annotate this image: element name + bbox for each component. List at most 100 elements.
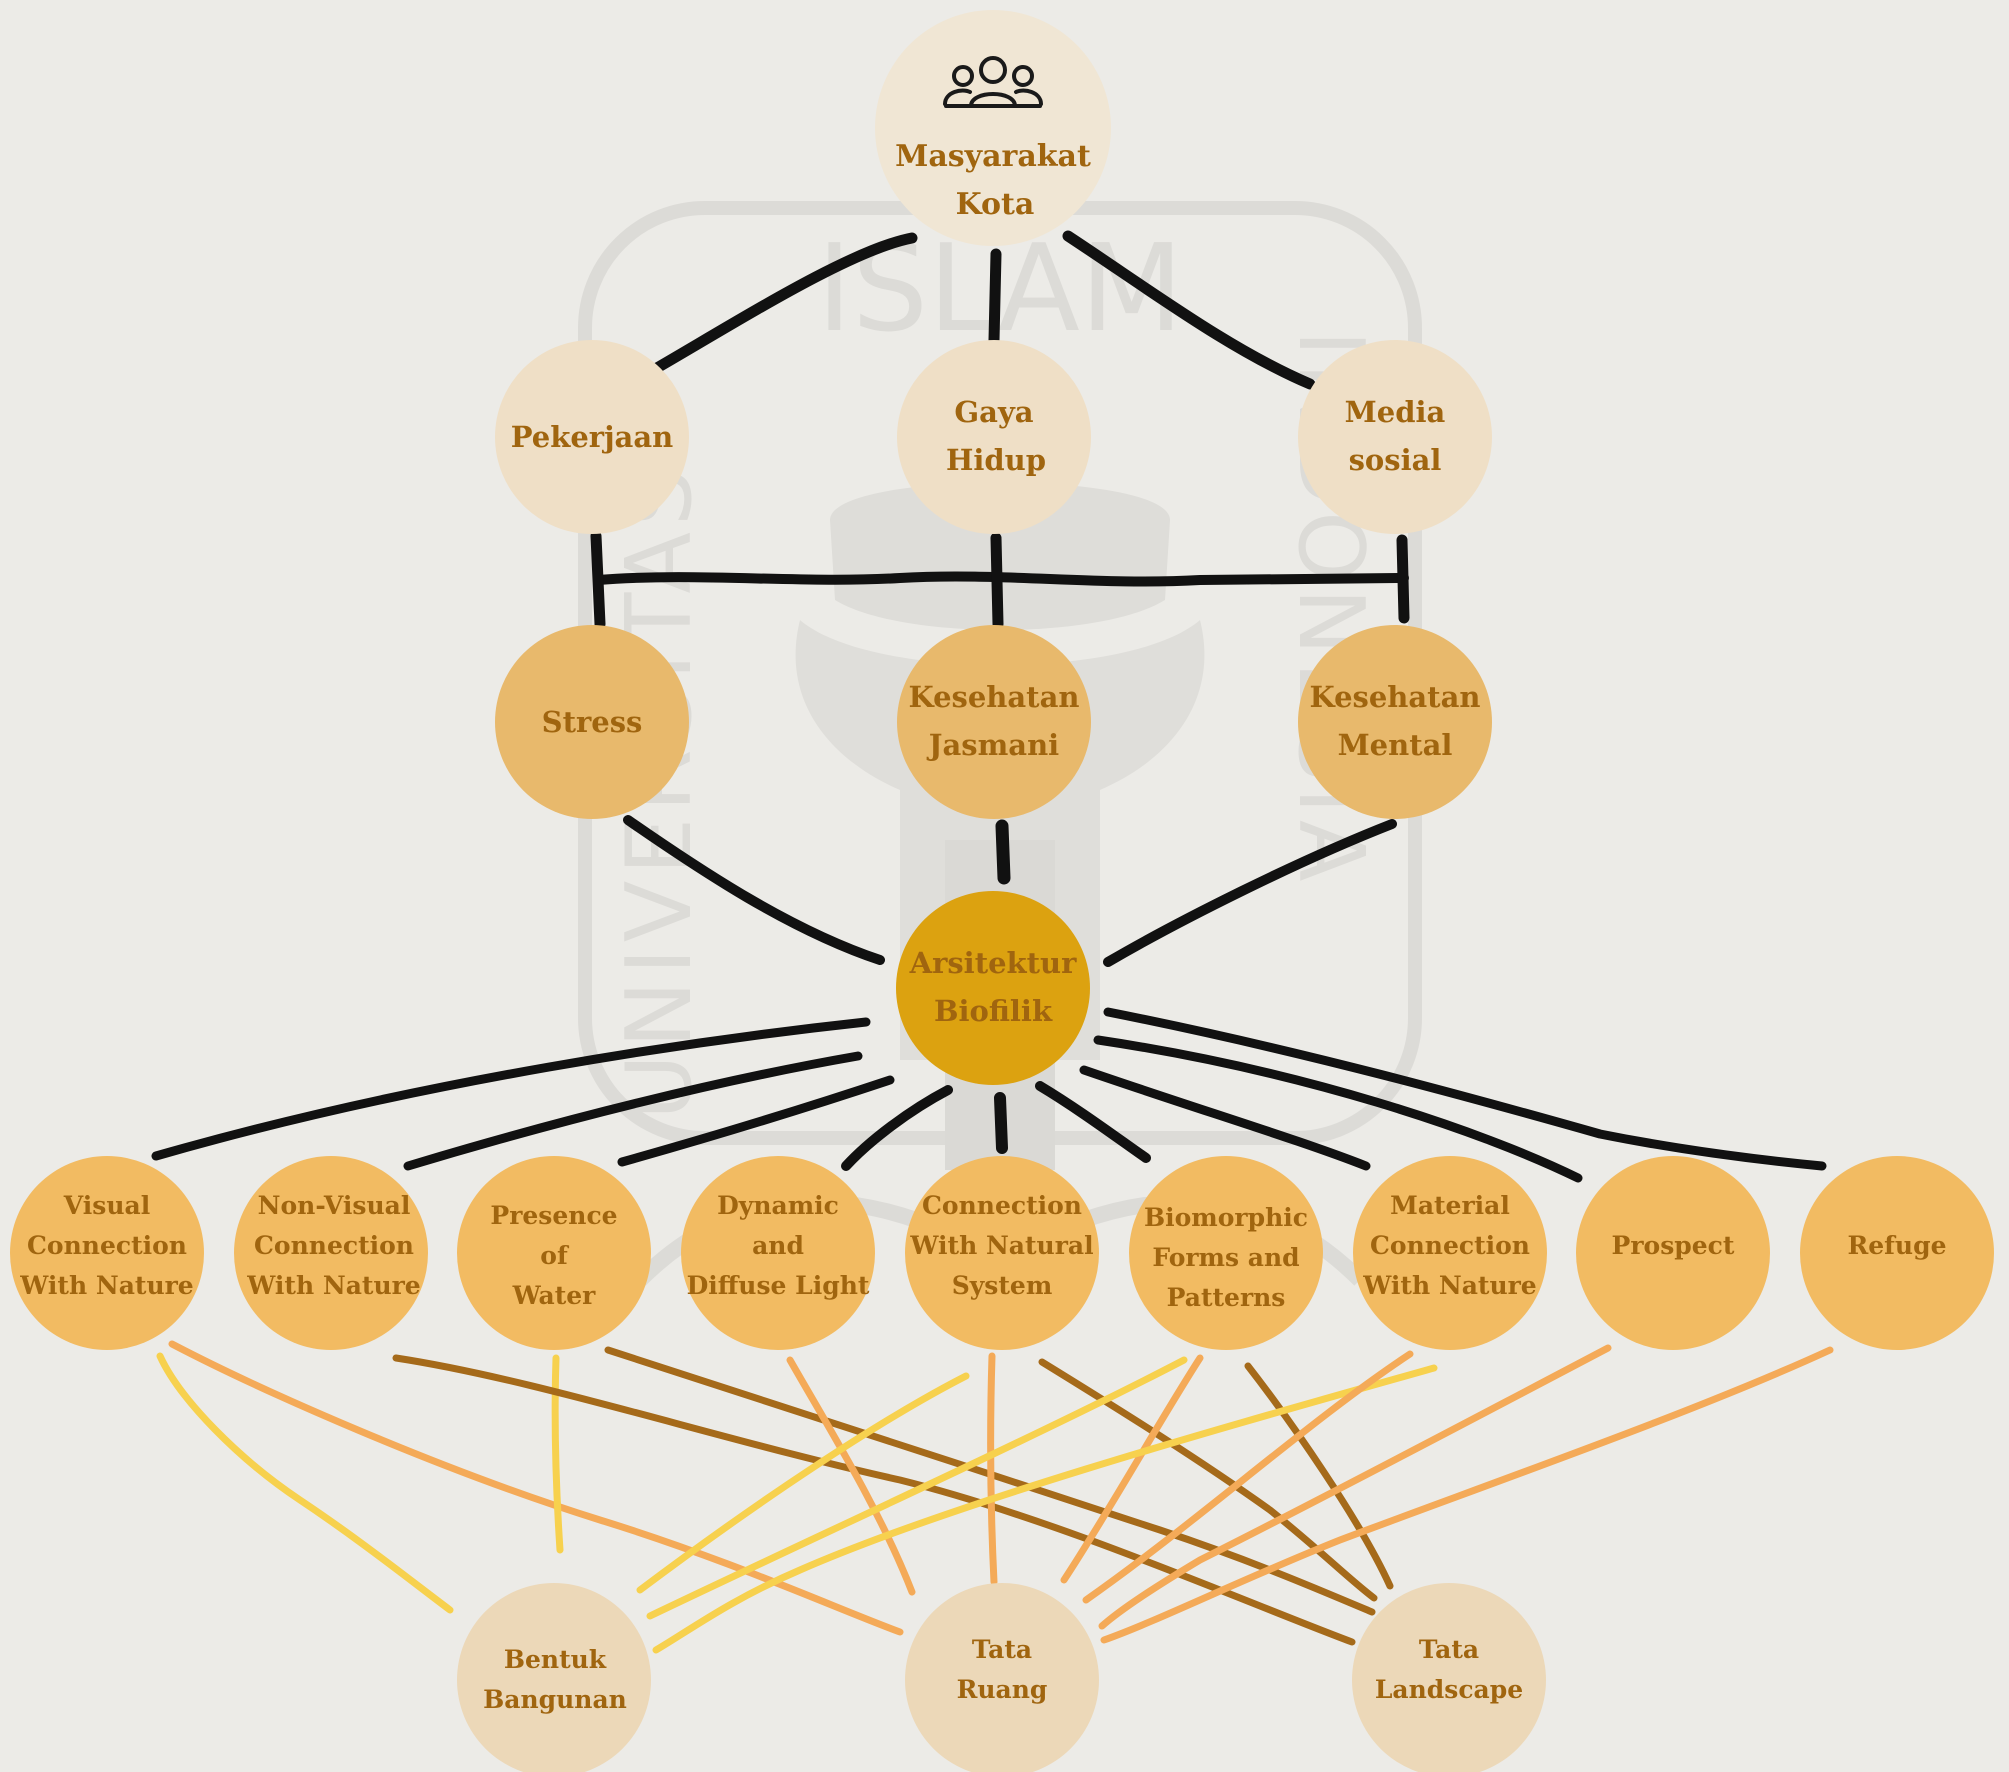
link-visual-bentuk bbox=[156, 1352, 454, 1614]
connector-masyarakat-media-sosial bbox=[1062, 230, 1316, 390]
node-arsitektur-biofilik: Arsitektur Biofilik bbox=[896, 891, 1090, 1085]
node-bentuk-bangunan: Bentuk Bangunan bbox=[457, 1583, 651, 1772]
node-label-line2: Mental bbox=[1338, 728, 1453, 762]
node-label-line3: Diffuse Light bbox=[687, 1271, 870, 1300]
node-label-line2: Forms and bbox=[1152, 1243, 1299, 1272]
node-label-line2: Ruang bbox=[957, 1675, 1048, 1704]
node-label-line3: With Nature bbox=[246, 1271, 420, 1300]
node-label-line2: Landscape bbox=[1375, 1675, 1523, 1704]
connector-pekerjaan-stress bbox=[590, 530, 606, 630]
link-material-tata-ruang bbox=[1082, 1350, 1414, 1604]
connector-mental-biofilik bbox=[1103, 819, 1397, 967]
node-label-line3: Patterns bbox=[1167, 1283, 1286, 1312]
link-natural-system-bentuk bbox=[636, 1372, 970, 1594]
node-label-line1: Non-Visual bbox=[258, 1191, 411, 1220]
node-material-connection-with-nature: Material Connection With Nature bbox=[1353, 1156, 1547, 1350]
node-kesehatan-jasmani: Kesehatan Jasmani bbox=[897, 625, 1091, 819]
node-label-line2: Connection bbox=[254, 1231, 414, 1260]
connector-biofilik-prospect bbox=[1093, 1035, 1583, 1183]
node-refuge: Refuge bbox=[1800, 1156, 1994, 1350]
node-visual-connection-with-nature: Visual Connection With Nature bbox=[10, 1156, 204, 1350]
black-connectors bbox=[151, 230, 1827, 1183]
connector-jasmani-biofilik bbox=[995, 819, 1011, 885]
node-label-line2: and bbox=[752, 1231, 804, 1260]
node-label-line3: System bbox=[952, 1271, 1053, 1300]
link-natural-system-tata-ruang bbox=[987, 1352, 998, 1586]
connector-biofilik-natural-system bbox=[994, 1092, 1008, 1154]
people-icon bbox=[943, 56, 1043, 108]
node-tata-landscape: Tata Landscape bbox=[1352, 1583, 1546, 1772]
connector-masyarakat-gaya-hidup bbox=[988, 248, 1002, 346]
connector-biofilik-material bbox=[1079, 1065, 1371, 1171]
node-biomorphic-forms-and-patterns: Biomorphic Forms and Patterns bbox=[1129, 1156, 1323, 1350]
node-label-line3: Water bbox=[512, 1281, 597, 1310]
link-material-bentuk bbox=[652, 1364, 1438, 1654]
node-label-line1: Stress bbox=[542, 705, 643, 739]
connector-biofilik-light bbox=[841, 1085, 953, 1171]
node-tata-ruang: Tata Ruang bbox=[905, 1583, 1099, 1772]
node-label-line1: Prospect bbox=[1612, 1231, 1735, 1260]
link-refuge-tata-ruang bbox=[1100, 1346, 1834, 1644]
node-label-line1: Presence bbox=[490, 1201, 617, 1230]
node-label-line1: Biomorphic bbox=[1144, 1203, 1308, 1232]
node-label-line1: Dynamic bbox=[717, 1191, 839, 1220]
link-biomorphic-bentuk bbox=[646, 1356, 1188, 1620]
link-water-tata-landscape bbox=[604, 1346, 1376, 1616]
link-water-bentuk bbox=[551, 1354, 564, 1554]
node-presence-of-water: Presence of Water bbox=[457, 1156, 651, 1350]
node-label-line2: Connection bbox=[1370, 1231, 1530, 1260]
node-label-line1: Gaya bbox=[954, 395, 1033, 429]
node-stress: Stress bbox=[495, 625, 689, 819]
node-label-line2: Biofilik bbox=[934, 994, 1053, 1028]
link-biomorphic-tata-landscape bbox=[1244, 1362, 1394, 1590]
node-label-line1: Masyarakat bbox=[895, 139, 1091, 174]
nodes: Masyarakat Kota Pekerjaan Gaya Hidup Med… bbox=[10, 10, 1994, 1772]
connector-gaya-hidup-kesehatan-jasmani bbox=[990, 532, 1004, 630]
colored-links bbox=[156, 1340, 1834, 1654]
node-pekerjaan: Pekerjaan bbox=[495, 340, 689, 534]
node-label-line1: Kesehatan bbox=[1310, 680, 1481, 714]
node-label-line3: With Nature bbox=[19, 1271, 193, 1300]
node-gaya-hidup: Gaya Hidup bbox=[897, 340, 1091, 534]
link-visual-tata-ruang bbox=[168, 1340, 904, 1636]
node-non-visual-connection-with-nature: Non-Visual Connection With Nature bbox=[234, 1156, 428, 1350]
node-label-line1: Connection bbox=[922, 1191, 1082, 1220]
node-label-line1: Kesehatan bbox=[909, 680, 1080, 714]
node-label-line2: Bangunan bbox=[483, 1685, 627, 1714]
node-label-line2: With Natural bbox=[909, 1231, 1093, 1260]
node-label-line1: Material bbox=[1390, 1191, 1510, 1220]
node-label-line1: Tata bbox=[1419, 1635, 1479, 1664]
connector-masyarakat-pekerjaan bbox=[644, 232, 918, 378]
node-masyarakat-kota: Masyarakat Kota bbox=[875, 10, 1111, 246]
node-label-line2: of bbox=[540, 1241, 570, 1270]
connector-stress-biofilik bbox=[623, 815, 885, 965]
connector-biofilik-biomorphic bbox=[1035, 1081, 1151, 1163]
node-label-line1: Arsitektur bbox=[909, 946, 1078, 980]
node-label-line2: Jasmani bbox=[926, 728, 1059, 762]
node-label-line2: Hidup bbox=[946, 443, 1046, 477]
link-biomorphic-tata-ruang bbox=[1060, 1354, 1204, 1584]
node-label-line1: Pekerjaan bbox=[511, 420, 673, 454]
node-label-line1: Tata bbox=[972, 1635, 1032, 1664]
connector-biofilik-refuge bbox=[1103, 1007, 1827, 1171]
node-label-line2: sosial bbox=[1349, 443, 1442, 477]
node-connection-with-natural-system: Connection With Natural System bbox=[905, 1156, 1099, 1350]
node-prospect: Prospect bbox=[1576, 1156, 1770, 1350]
node-dynamic-and-diffuse-light: Dynamic and Diffuse Light bbox=[681, 1156, 875, 1350]
node-label-line1: Bentuk bbox=[504, 1645, 607, 1674]
node-label-line2: Kota bbox=[956, 187, 1035, 222]
connector-media-sosial-kesehatan-mental bbox=[1396, 534, 1410, 624]
connector-biofilik-non-visual bbox=[403, 1051, 863, 1171]
link-prospect-tata-ruang bbox=[1098, 1344, 1612, 1630]
node-label-line1: Visual bbox=[63, 1191, 150, 1220]
node-label-line2: Connection bbox=[27, 1231, 187, 1260]
node-kesehatan-mental: Kesehatan Mental bbox=[1298, 625, 1492, 819]
node-label-line1: Media bbox=[1345, 395, 1446, 429]
connector-biofilik-visual bbox=[151, 1017, 871, 1161]
connector-bracket-horizontal bbox=[593, 571, 1409, 587]
node-label-line1: Refuge bbox=[1848, 1231, 1947, 1260]
node-media-sosial: Media sosial bbox=[1298, 340, 1492, 534]
link-light-tata-ruang bbox=[786, 1356, 916, 1596]
